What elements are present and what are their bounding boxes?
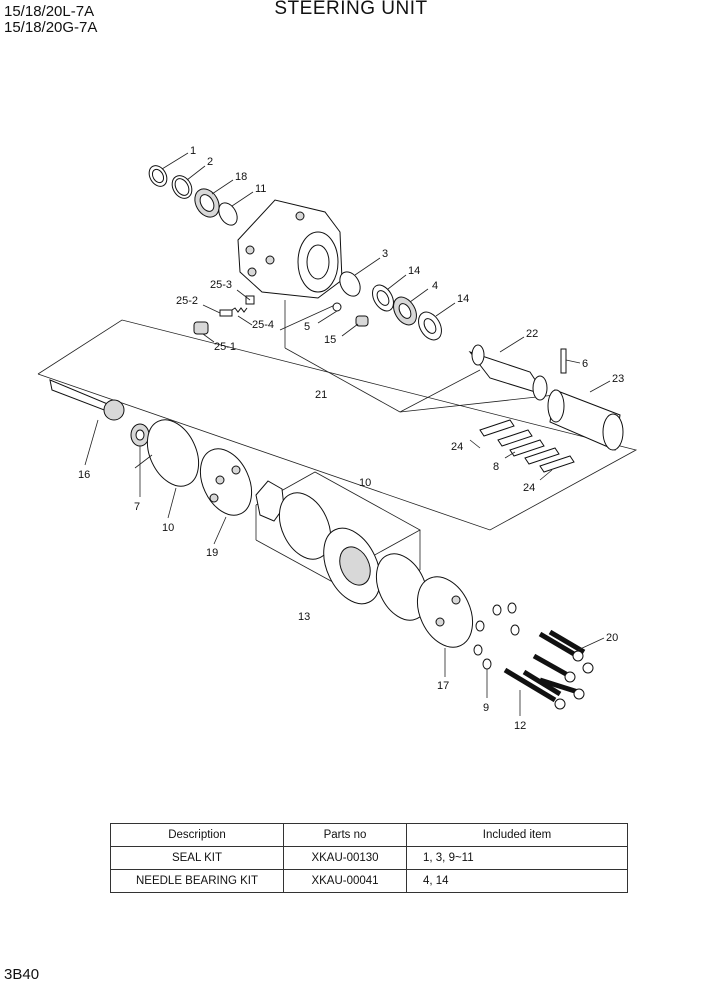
table-header-row: Description Parts no Included item	[110, 823, 628, 847]
callout-19: 19	[206, 547, 218, 559]
part-16-steering-column-shaft	[49, 379, 125, 421]
part-12-long-bolt	[503, 667, 566, 710]
callout-2: 2	[207, 156, 213, 168]
part-13-gear-ring	[323, 527, 381, 605]
callout-25-2: 25-2	[176, 295, 198, 307]
callout-24-upper: 24	[451, 441, 463, 453]
header-included-item: Included item	[406, 823, 628, 847]
callout-4: 4	[432, 280, 438, 292]
part-20-bolts	[522, 629, 594, 700]
callout-17: 17	[437, 680, 449, 692]
callout-25-1: 25-1	[214, 341, 236, 353]
callout-9: 9	[483, 702, 489, 714]
part-4-needle-bearing	[393, 296, 417, 326]
header-description: Description	[110, 823, 284, 847]
kit-parts-no: XKAU-00130	[283, 846, 407, 870]
part-19-plate	[199, 448, 253, 516]
callout-13: 13	[298, 611, 310, 623]
callout-14-upper: 14	[408, 265, 420, 277]
callout-1: 1	[190, 145, 196, 157]
kit-included-items: 4, 14	[406, 869, 628, 893]
kit-parts-no: XKAU-00041	[283, 869, 407, 893]
callout-10-lower: 10	[162, 522, 174, 534]
kit-description: SEAL KIT	[110, 846, 284, 870]
page-code: 3B40	[4, 966, 40, 983]
table-row: NEEDLE BEARING KIT XKAU-00041 4, 14	[110, 869, 628, 893]
callout-14-lower: 14	[457, 293, 469, 305]
callout-15: 15	[324, 334, 336, 346]
callout-22: 22	[526, 328, 538, 340]
part-8-24-springs-and-bearings	[479, 419, 575, 473]
part-11-o-ring	[218, 202, 238, 226]
part-10-o-ring-a	[146, 419, 200, 487]
housing-body	[237, 199, 343, 299]
header-parts-no: Parts no	[283, 823, 407, 847]
part-14-washer-b	[418, 311, 442, 341]
callout-20: 20	[606, 632, 618, 644]
callout-11: 11	[255, 183, 266, 195]
callout-18: 18	[235, 171, 247, 183]
callout-21: 21	[315, 389, 327, 401]
callout-24-lower: 24	[523, 482, 535, 494]
callout-8: 8	[493, 461, 499, 473]
callout-16: 16	[78, 469, 90, 481]
kit-description: NEEDLE BEARING KIT	[110, 869, 284, 893]
part-1-seal	[148, 165, 168, 187]
callout-5: 5	[304, 321, 310, 333]
callout-23: 23	[612, 373, 624, 385]
part-22-spool	[468, 344, 548, 401]
callout-10-upper: 10	[359, 477, 371, 489]
callout-3: 3	[382, 248, 388, 260]
callout-7: 7	[134, 501, 140, 513]
part-6-pin	[560, 348, 567, 374]
callout-25-4: 25-4	[252, 319, 274, 331]
callout-25-3: 25-3	[210, 279, 232, 291]
model-code-line-1: 15/18/20L-7A	[4, 3, 95, 20]
part-18-bushing	[194, 188, 220, 218]
part-5-ball	[332, 302, 342, 312]
part-10-o-ring-b	[278, 492, 332, 560]
part-10-o-ring-c	[375, 553, 429, 621]
part-14-washer-a	[372, 284, 394, 312]
kit-included-items: 1, 3, 9~11	[406, 846, 628, 870]
page-title: STEERING UNIT	[274, 0, 428, 19]
table-row: SEAL KIT XKAU-00130 1, 3, 9~11	[110, 846, 628, 870]
part-17-end-cap	[416, 576, 474, 648]
part-3-o-ring	[339, 271, 361, 297]
callout-6: 6	[582, 358, 588, 370]
part-15-check-valve	[355, 315, 369, 327]
callout-12: 12	[514, 720, 526, 732]
part-7-spacer	[130, 423, 150, 447]
part-2-ring	[171, 175, 193, 199]
service-kits-table: Description Parts no Included item SEAL …	[110, 823, 628, 893]
callout-labels: 1 2 18 11 3 14 4 14 25-3 25-2 25-4 25-1 …	[78, 145, 624, 732]
leader-lines	[84, 152, 611, 716]
part-9-washers	[473, 602, 520, 670]
part-23-sleeve	[547, 389, 624, 451]
part-25-relief-valve	[193, 295, 255, 335]
model-code-line-2: 15/18/20G-7A	[4, 19, 98, 36]
